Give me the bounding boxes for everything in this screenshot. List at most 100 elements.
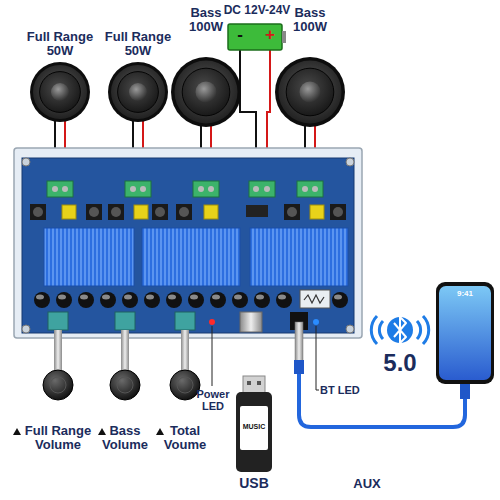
inductor: [284, 204, 300, 220]
signal-wave: [423, 316, 429, 344]
speaker-surround: [33, 65, 87, 119]
capacitor-shine: [168, 295, 176, 300]
knob-cap: [177, 377, 193, 393]
capacitor-shine: [212, 295, 220, 300]
speaker-cone: [182, 68, 230, 116]
aux-plug: [295, 322, 303, 362]
bluetooth-rune: [394, 317, 406, 343]
potentiometer: [48, 312, 68, 330]
knob-shaft: [181, 330, 189, 372]
volume-knob: Total Voume: [155, 368, 215, 464]
knob-cap: [117, 377, 133, 393]
leader-line: [316, 326, 319, 390]
antenna-trace: [304, 295, 324, 303]
capacitor: [56, 292, 72, 308]
capacitor: [276, 292, 292, 308]
screw: [346, 325, 354, 333]
terminal-screw: [130, 186, 136, 192]
speaker-rim: [108, 62, 168, 122]
phone: 9:41: [436, 282, 494, 384]
bluetooth-icon: [387, 317, 413, 343]
inductor-core: [155, 207, 165, 217]
inductor-core: [333, 207, 343, 217]
capacitor-shine: [58, 295, 66, 300]
capacitor: [188, 292, 204, 308]
phone-body: [436, 282, 494, 384]
node-label: MUSIC: [240, 423, 268, 431]
speaker-cone: [118, 72, 159, 113]
terminal-screw: [52, 186, 58, 192]
speaker-dome: [300, 82, 321, 103]
capacitor: [232, 292, 248, 308]
bass-speaker: Bass 100W: [170, 4, 242, 128]
callout-label: BT LED: [320, 384, 370, 396]
speaker-dome: [196, 82, 217, 103]
volume-knob: Full Range Volume: [18, 368, 98, 464]
terminal-block: [249, 181, 275, 197]
node-text: -: [232, 26, 248, 45]
usb-connector: [243, 376, 265, 394]
screw: [346, 158, 354, 166]
bass-speaker: Bass 100W: [274, 4, 346, 128]
speaker-cone: [286, 68, 334, 116]
heatsink: [142, 228, 240, 286]
capacitor: [166, 292, 182, 308]
node-text: USB: [230, 476, 278, 491]
leader-line: [212, 326, 213, 386]
terminal-block: [47, 181, 73, 197]
node-label: Bass 100W: [181, 6, 231, 35]
node-label: DC 12V-24V: [214, 4, 300, 17]
terminal-block: [193, 181, 219, 197]
capacitor-shine: [36, 295, 44, 300]
heatsink: [44, 228, 134, 286]
inductor: [152, 204, 168, 220]
capacitor: [122, 292, 138, 308]
capacitor: [144, 292, 160, 308]
terminal-screw: [140, 186, 146, 192]
capacitor: [210, 292, 226, 308]
bt-led: [313, 319, 319, 325]
capacitor-shine: [278, 295, 286, 300]
terminal-screw: [253, 186, 259, 192]
capacitor: [34, 292, 50, 308]
signal-wave: [417, 321, 421, 339]
screw: [22, 325, 30, 333]
inductor: [86, 204, 102, 220]
capacitor: [332, 292, 348, 308]
version-label: 5.0: [370, 350, 430, 376]
knob-shaft: [121, 330, 129, 372]
full-range-speaker: Full Range 50W: [99, 30, 177, 125]
terminal-screw: [208, 186, 214, 192]
potentiometer: [175, 312, 195, 330]
terminal-screw: [62, 186, 68, 192]
usb-port: [240, 312, 262, 332]
inductor: [176, 204, 192, 220]
capacitor: [254, 292, 270, 308]
node-label: Full Range 50W: [21, 30, 99, 59]
knob-body: [110, 370, 140, 400]
node-label: Full Range 50W: [99, 30, 177, 59]
power-led: [209, 319, 215, 325]
node-label: Bass Volume: [95, 424, 155, 453]
signal-wave: [371, 316, 377, 344]
potentiometer: [115, 312, 135, 330]
capacitor-shine: [256, 295, 264, 300]
inductor: [330, 204, 346, 220]
heatsink: [250, 228, 348, 286]
node-label: 9:41: [436, 290, 494, 299]
usb-label-panel: [240, 406, 268, 450]
usb-body: [236, 392, 272, 472]
film-capacitor: [134, 205, 148, 219]
usb-contact: [257, 381, 261, 385]
dc-power-supply: DC 12V-24V-+: [222, 2, 292, 52]
speaker-rim: [171, 57, 241, 127]
terminal-screw: [312, 186, 318, 192]
knob-cap: [50, 377, 66, 393]
speaker-dome: [51, 83, 69, 101]
capacitor-shine: [102, 295, 110, 300]
aux-plug-sleeve: [460, 383, 470, 399]
inductor: [108, 204, 124, 220]
film-capacitor: [62, 205, 76, 219]
knob-body: [43, 370, 73, 400]
